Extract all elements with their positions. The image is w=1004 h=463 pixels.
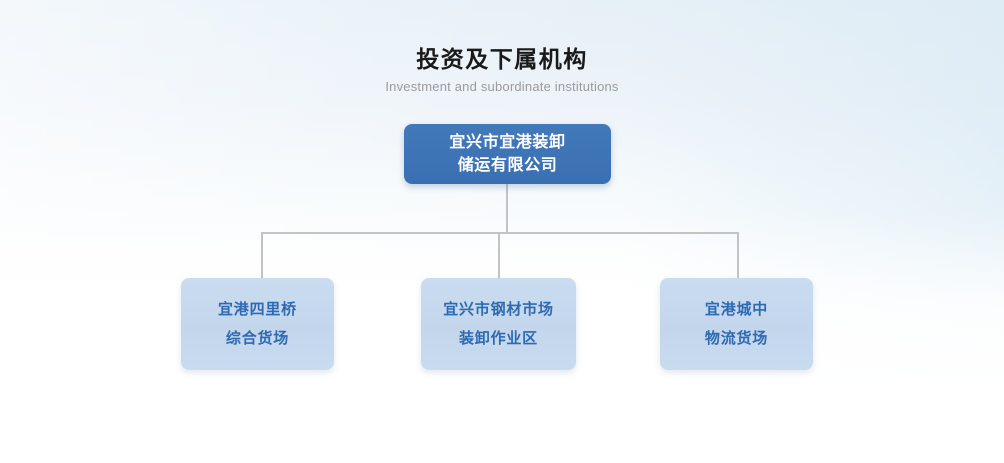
org-node-child-0[interactable]: 宜港四里桥 综合货场 [181,278,334,370]
org-node-root-line-1: 宜兴市宜港装卸 [449,134,566,151]
org-node-child-1[interactable]: 宜兴市钢材市场 装卸作业区 [421,278,576,370]
org-node-child-2-line-2: 物流货场 [704,330,769,347]
connector-root-stem [506,184,508,233]
org-node-child-1-line-1: 宜兴市钢材市场 [443,301,554,318]
org-node-child-0-line-1: 宜港四里桥 [217,301,297,318]
page-subtitle: Investment and subordinate institutions [385,79,619,94]
connector-drop-child-0 [261,232,263,279]
page-heading: 投资及下属机构 Investment and subordinate insti… [0,44,1004,95]
org-node-root[interactable]: 宜兴市宜港装卸 储运有限公司 [404,124,611,184]
org-node-child-2-line-1: 宜港城中 [704,301,769,318]
org-node-child-1-line-2: 装卸作业区 [458,330,538,347]
org-node-child-2[interactable]: 宜港城中 物流货场 [660,278,813,370]
org-node-child-0-line-2: 综合货场 [225,330,290,347]
page-title: 投资及下属机构 [416,46,588,72]
connector-drop-child-2 [737,232,739,279]
connector-horizontal-bus [261,232,739,234]
org-node-root-line-2: 储运有限公司 [457,157,558,174]
connector-drop-child-1 [498,232,500,279]
